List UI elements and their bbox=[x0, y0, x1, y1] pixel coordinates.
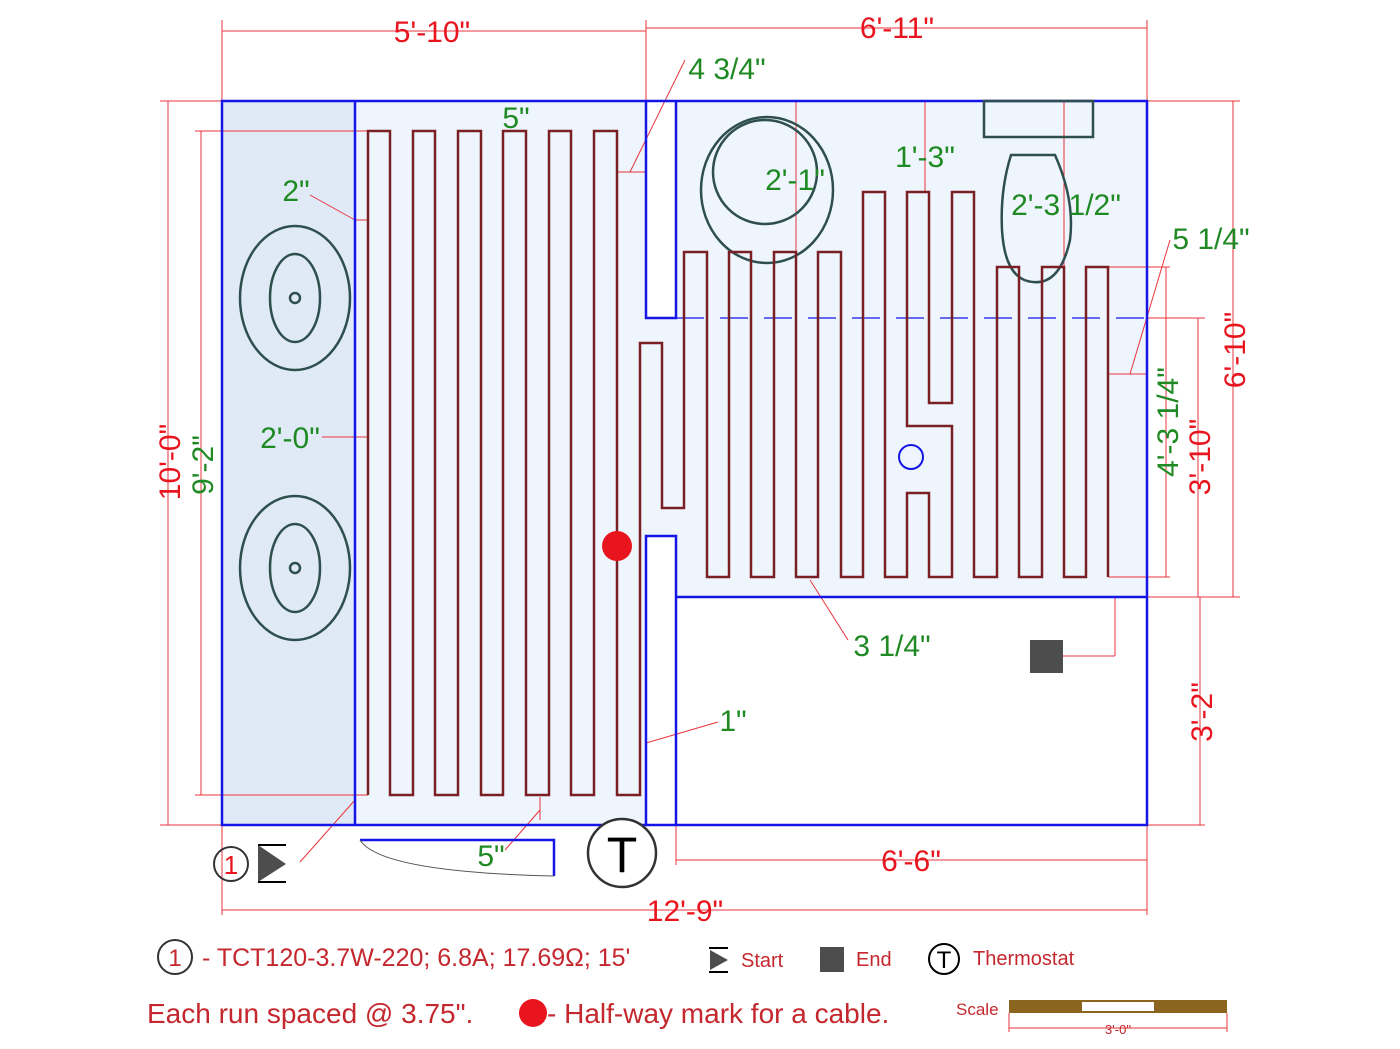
dim-right-upper: 6'-10" bbox=[1219, 312, 1252, 388]
spacing-run-top: 1'-3" bbox=[895, 141, 955, 174]
cable-end-icon bbox=[1030, 640, 1063, 673]
svg-text:T: T bbox=[937, 947, 952, 974]
heating-cable bbox=[366, 129, 1110, 797]
toilet-fixture bbox=[982, 99, 1095, 284]
spacing-right-run: 4'-3 1/4" bbox=[1152, 367, 1185, 477]
walls bbox=[220, 99, 1149, 827]
drain-icon bbox=[898, 444, 924, 470]
cable-number-icon bbox=[213, 846, 249, 882]
partition-wall-lower bbox=[646, 536, 676, 825]
spacing-bottom-left-gap: 5" bbox=[477, 840, 504, 873]
bathtub-fixture bbox=[699, 115, 835, 265]
spacing-toilet: 2'-3 1/2" bbox=[1011, 189, 1121, 222]
spacing-partition-gap: 4 3/4" bbox=[688, 53, 765, 86]
scale-value: 3'-0" bbox=[1105, 1022, 1131, 1037]
scale-label: Scale bbox=[956, 1000, 999, 1019]
sink-top bbox=[238, 224, 352, 372]
door-swing bbox=[359, 838, 556, 877]
spacing-vanity: 2'-0" bbox=[260, 422, 320, 455]
dim-top-left: 5'-10" bbox=[394, 16, 470, 49]
unheated-area bbox=[676, 597, 1147, 825]
spacing-right-gap: 5 1/4" bbox=[1172, 223, 1249, 256]
vanity-area bbox=[222, 101, 355, 825]
legend-thermostat-icon bbox=[928, 943, 960, 975]
dim-bottom-total: 12'-9" bbox=[647, 895, 723, 928]
thermostat-icon: T bbox=[586, 817, 658, 889]
legend-cable-number: 1 bbox=[168, 945, 181, 972]
partition-wall-upper bbox=[646, 101, 676, 318]
dimension-lines bbox=[160, 20, 1240, 915]
legend-cable-spec: - TCT120-3.7W-220; 6.8A; 17.69Ω; 15' bbox=[202, 944, 630, 972]
cable-number: 1 bbox=[224, 850, 238, 880]
scale-bar: 3'-0" bbox=[1008, 1000, 1228, 1037]
spacing-tub: 2'-1" bbox=[765, 164, 825, 197]
spacing-bottom-gap: 3 1/4" bbox=[853, 630, 930, 663]
svg-text:T: T bbox=[607, 827, 638, 883]
legend-end: End bbox=[856, 949, 892, 971]
halfway-mark-icon bbox=[602, 531, 632, 561]
legend-spacing-note: Each run spaced @ 3.75". bbox=[147, 998, 473, 1029]
legend-halfway-note: - Half-way mark for a cable. bbox=[547, 998, 889, 1029]
spacing-top-gap: 5" bbox=[502, 102, 529, 135]
legend: 1 - TCT120-3.7W-220; 6.8A; 17.69Ω; 15' S… bbox=[147, 939, 1228, 1037]
spacing-run-length: 9'-2" bbox=[187, 435, 220, 495]
legend-start: Start bbox=[741, 950, 784, 972]
spacing-wall-gap: 1" bbox=[719, 705, 746, 738]
legend-thermostat: Thermostat bbox=[973, 948, 1075, 970]
dim-left-total: 10'-0" bbox=[154, 424, 187, 500]
dim-top-right: 6'-11" bbox=[860, 12, 934, 45]
cable-start: 1 bbox=[213, 844, 286, 883]
dim-bottom-right: 6'-6" bbox=[881, 845, 941, 878]
dim-right-lower: 3'-2" bbox=[1186, 682, 1219, 742]
start-icon bbox=[258, 845, 286, 882]
spacing-left-gap: 2" bbox=[282, 175, 309, 208]
dim-right-mid: 3'-10" bbox=[1184, 419, 1217, 495]
legend-start-icon bbox=[710, 950, 728, 970]
legend-end-icon bbox=[820, 947, 844, 972]
sink-bottom bbox=[238, 494, 352, 642]
legend-halfway-icon bbox=[519, 999, 547, 1027]
